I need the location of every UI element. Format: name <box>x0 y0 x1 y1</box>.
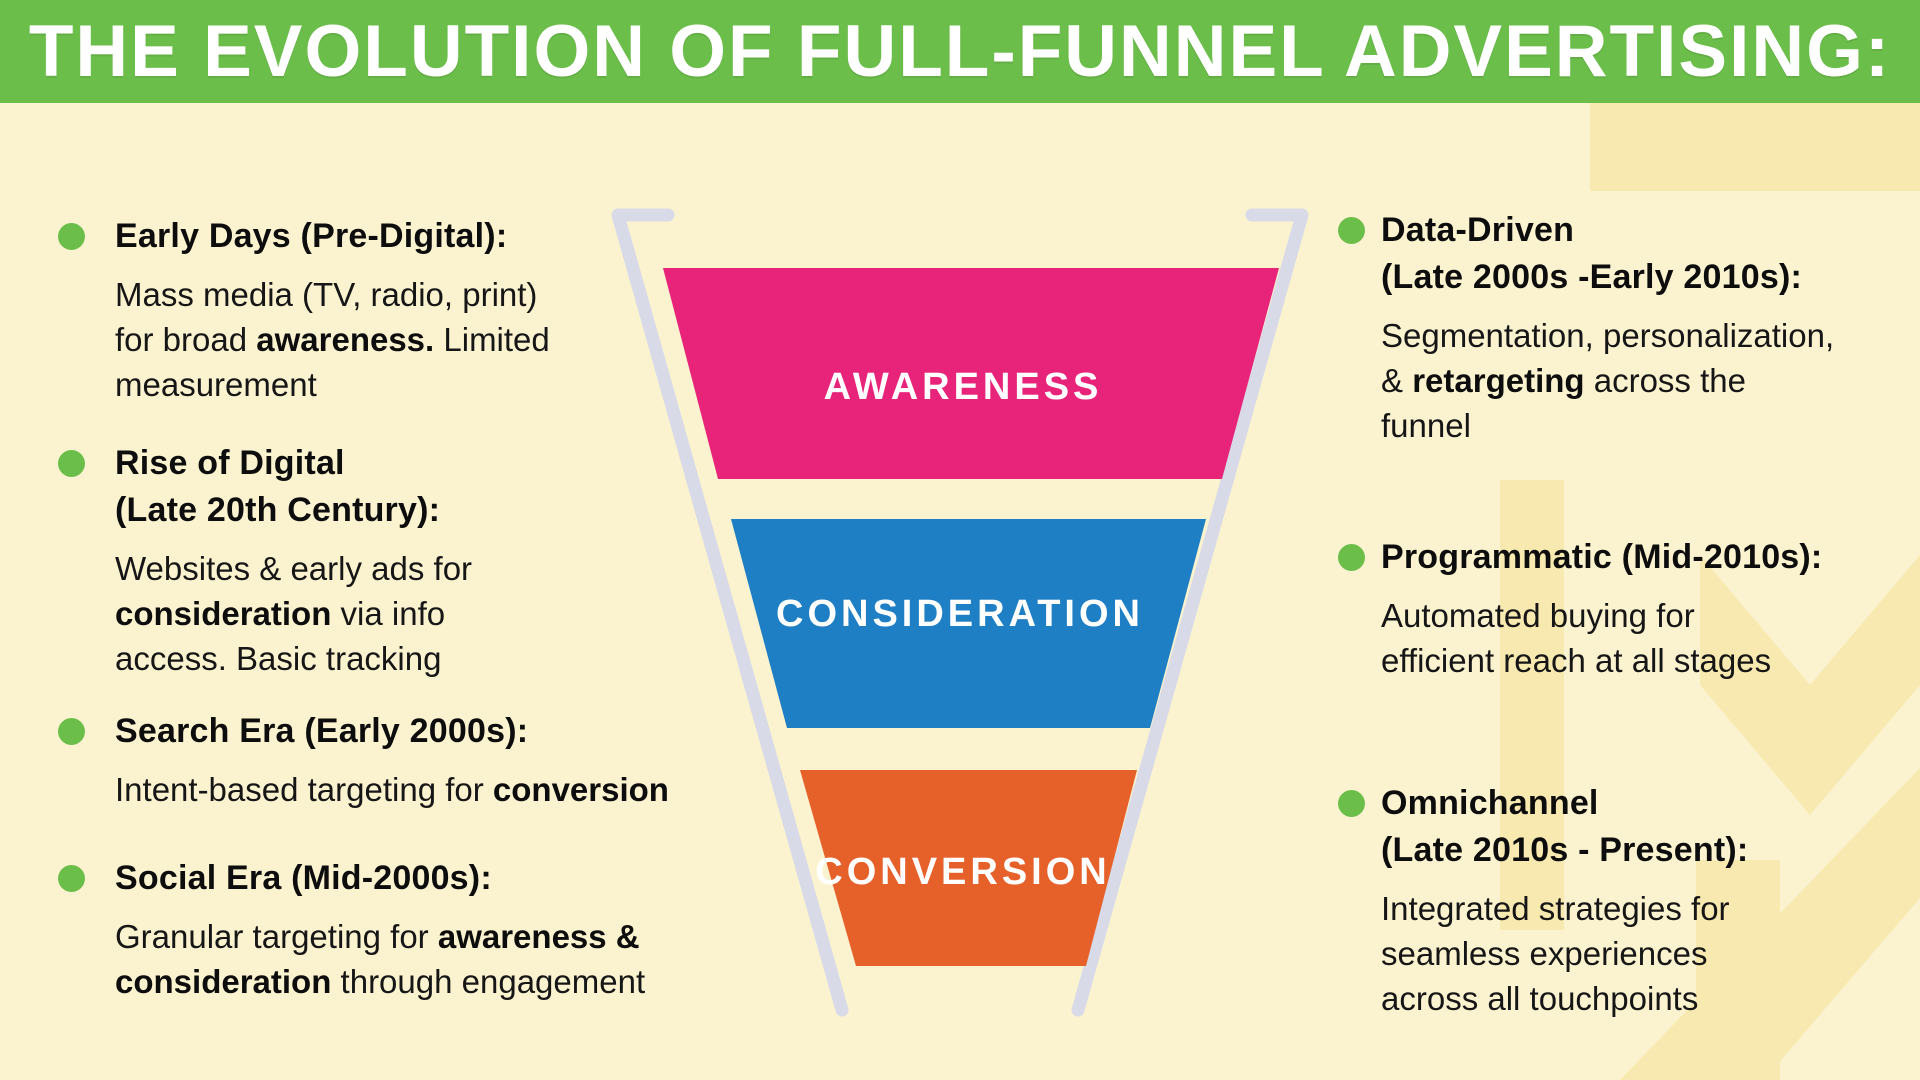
item-heading: Early Days (Pre-Digital): <box>115 217 508 255</box>
item-body-line: Automated buying for <box>1381 597 1695 634</box>
item-body-line: & retargeting across the <box>1381 362 1746 399</box>
timeline-item-search-era: Search Era (Early 2000s): Intent-based t… <box>58 708 669 812</box>
item-heading: Programmatic (Mid-2010s): <box>1381 538 1823 576</box>
timeline-item-programmatic: Programmatic (Mid-2010s): Automated buyi… <box>1338 534 1822 683</box>
item-body-line: across all touchpoints <box>1381 980 1699 1017</box>
item-body-line: measurement <box>115 366 317 403</box>
item-body-line: efficient reach at all stages <box>1381 642 1772 679</box>
item-heading: Search Era (Early 2000s): <box>115 712 529 750</box>
bullet-icon <box>1338 790 1365 817</box>
funnel-stage-consideration <box>731 519 1206 728</box>
bullet-icon <box>1338 544 1365 571</box>
funnel-outline <box>611 208 1309 1017</box>
funnel-outline-right <box>1071 208 1309 1017</box>
item-body-line: Integrated strategies for <box>1381 890 1730 927</box>
item-heading: (Late 2000s -Early 2010s): <box>1381 258 1803 296</box>
timeline-item-rise-of-digital: Rise of Digital (Late 20th Century): Web… <box>58 440 472 681</box>
item-body-line: access. Basic tracking <box>115 640 442 677</box>
item-body-line: Segmentation, personalization, <box>1381 317 1835 354</box>
watermark-shapes <box>1500 103 1920 1080</box>
item-heading: Rise of Digital <box>115 444 345 482</box>
item-body-line: seamless experiences <box>1381 935 1708 972</box>
page-title: THE EVOLUTION OF FULL-FUNNEL ADVERTISING… <box>28 11 1892 92</box>
item-heading: (Late 20th Century): <box>115 491 441 529</box>
stage-label-consideration: CONSIDERATION <box>776 593 1144 635</box>
timeline-item-omnichannel: Omnichannel (Late 2010s - Present): Inte… <box>1338 780 1748 1021</box>
item-body-line: for broad awareness. Limited <box>115 321 550 358</box>
item-heading: (Late 2010s - Present): <box>1381 831 1749 869</box>
bullet-icon <box>58 223 85 250</box>
bullet-icon <box>58 450 85 477</box>
header-bar: THE EVOLUTION OF FULL-FUNNEL ADVERTISING… <box>0 0 1920 103</box>
funnel-outline-left <box>611 208 849 1017</box>
stage-label-conversion: CONVERSION <box>815 851 1110 893</box>
timeline-item-early-days: Early Days (Pre-Digital): Mass media (TV… <box>58 213 550 407</box>
timeline-item-data-driven: Data-Driven (Late 2000s -Early 2010s): S… <box>1338 207 1834 448</box>
item-body-line: Intent-based targeting for conversion <box>115 771 669 808</box>
item-heading: Data-Driven <box>1381 211 1575 249</box>
item-body-line: Mass media (TV, radio, print) <box>115 276 538 313</box>
item-heading: Social Era (Mid-2000s): <box>115 859 492 897</box>
item-body-line: consideration via info <box>115 595 446 632</box>
item-body-line: Granular targeting for awareness & <box>115 918 640 955</box>
bullet-icon <box>58 865 85 892</box>
item-body-line: Websites & early ads for <box>115 550 473 587</box>
item-body-line: consideration through engagement <box>115 963 646 1000</box>
item-heading: Omnichannel <box>1381 784 1599 822</box>
bullet-icon <box>1338 217 1365 244</box>
bullet-icon <box>58 718 85 745</box>
funnel-stage-awareness <box>663 268 1279 479</box>
item-body-line: funnel <box>1381 407 1471 444</box>
stage-label-awareness: AWARENESS <box>824 366 1103 408</box>
funnel-stage-conversion <box>800 770 1137 966</box>
timeline-item-social-era: Social Era (Mid-2000s): Granular targeti… <box>58 855 645 1004</box>
